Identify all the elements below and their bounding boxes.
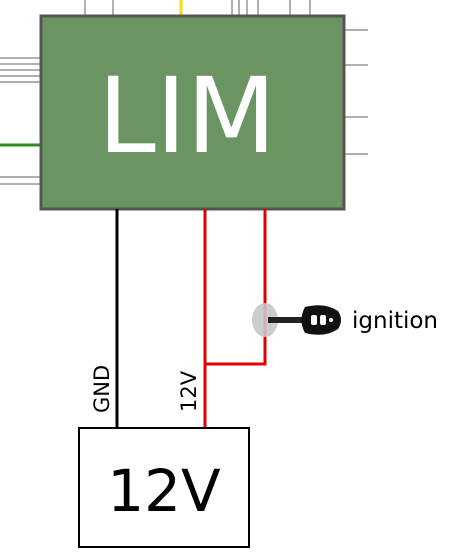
- lim-module: [39, 14, 346, 211]
- lim-module-label: LIM: [98, 55, 276, 177]
- ignition-label: ignition: [352, 308, 438, 334]
- ignition-switch: [252, 303, 278, 337]
- left-harness-wires: [0, 57, 40, 185]
- battery-label: 12V: [107, 457, 221, 525]
- battery-box: [78, 427, 250, 548]
- gnd-wire-label: GND: [90, 365, 114, 413]
- top-harness-wires: [84, 0, 311, 15]
- car-key-icon: [268, 305, 341, 335]
- right-harness-wires: [345, 29, 368, 155]
- supply-wire-label: 12V: [177, 370, 201, 412]
- ignition-wire: [205, 209, 267, 366]
